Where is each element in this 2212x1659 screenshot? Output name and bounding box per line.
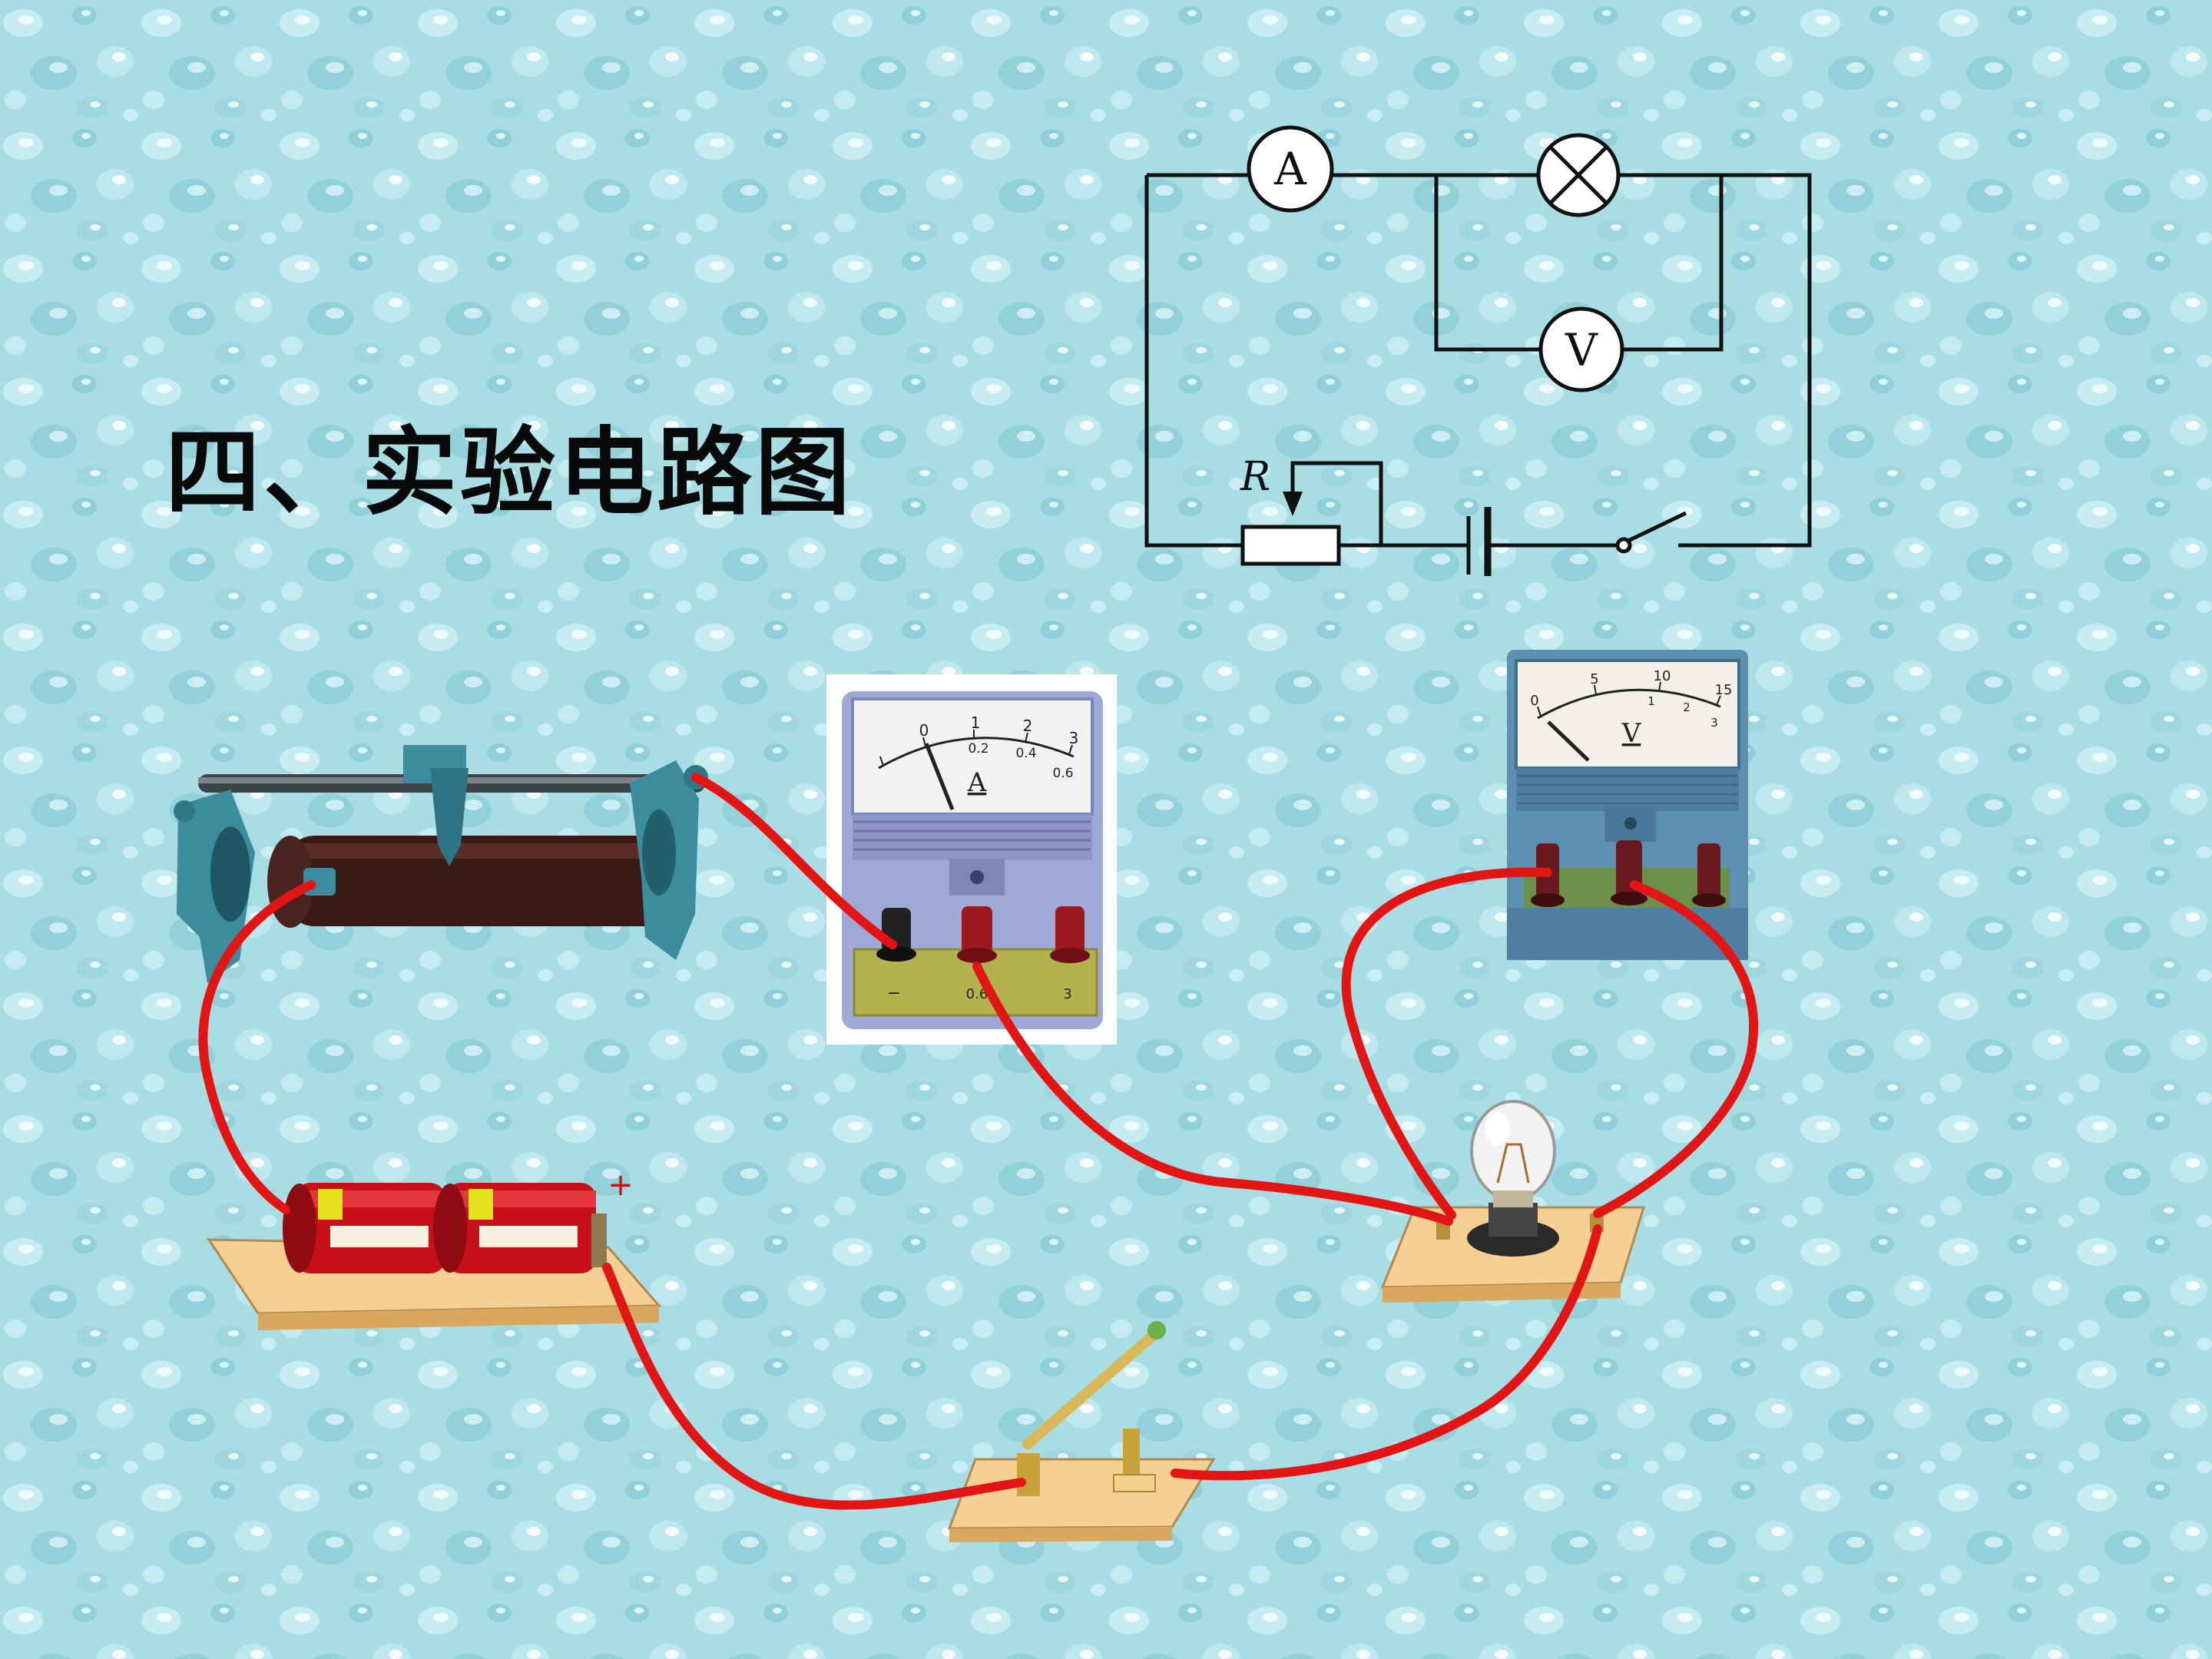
wire-battery-to-switch bbox=[602, 1263, 1026, 1510]
wire-ammeter-to-lamp bbox=[972, 962, 1453, 1226]
ammeter-terminal-0-6 bbox=[957, 906, 997, 963]
slide-rheostat bbox=[174, 745, 708, 983]
voltmeter-scale-5: 5 bbox=[1590, 671, 1598, 687]
lamp-on-board bbox=[1380, 1100, 1646, 1303]
ammeter-terminal-label-06: 0.6 bbox=[966, 986, 988, 1002]
ammeter-terminal-3 bbox=[1050, 906, 1090, 963]
wire-rheostat-to-battery bbox=[198, 880, 316, 1214]
schematic-wire bbox=[1290, 461, 1383, 548]
wire-switch-to-lamp bbox=[1171, 1224, 1602, 1481]
voltmeter-terminal-3 bbox=[1692, 843, 1726, 907]
ammeter-scale-2: 2 bbox=[1023, 717, 1033, 735]
ammeter-unit-label: A bbox=[967, 767, 987, 798]
schematic-wire bbox=[1144, 175, 1243, 548]
voltmeter-unit-label: V bbox=[1621, 718, 1642, 749]
schematic-battery bbox=[1466, 507, 1492, 576]
schematic-ammeter: A bbox=[1247, 125, 1334, 213]
schematic-lamp bbox=[1536, 133, 1621, 217]
wire-voltmeter-to-lamp-left bbox=[1341, 867, 1552, 1220]
connection-wires bbox=[198, 773, 1759, 1510]
ammeter-device: 0 1 2 3 0.2 0.4 0.6 A − 0.6 3 bbox=[826, 674, 1117, 1045]
schematic-wire bbox=[1619, 173, 1812, 548]
ammeter-scale-low-3: 0.6 bbox=[1052, 766, 1073, 781]
battery-cell-2 bbox=[433, 1183, 596, 1273]
voltmeter-scale-15: 15 bbox=[1715, 682, 1733, 698]
wire-rheostat-to-ammeter bbox=[691, 773, 897, 949]
voltmeter-device: 0 5 10 15 1 2 3 V bbox=[1507, 650, 1748, 960]
schematic-wire bbox=[1434, 175, 1541, 352]
circuit-schematic bbox=[1144, 173, 1812, 548]
ammeter-scale-0: 0 bbox=[919, 721, 929, 740]
ammeter-terminal-label-neg: − bbox=[887, 984, 901, 1003]
battery-cell-1 bbox=[283, 1183, 445, 1273]
voltmeter-scale-low-3: 3 bbox=[1710, 716, 1718, 730]
ammeter-scale-low-2: 0.4 bbox=[1015, 746, 1036, 761]
ammeter-scale-low-1: 0.2 bbox=[968, 741, 988, 757]
voltmeter-scale-low-2: 2 bbox=[1683, 700, 1690, 714]
voltmeter-symbol-label: V bbox=[1565, 324, 1598, 376]
schematic-switch bbox=[1615, 511, 1687, 554]
ammeter-scale-1: 1 bbox=[971, 714, 981, 732]
voltmeter-terminal-2 bbox=[1611, 840, 1647, 906]
ammeter-needle bbox=[924, 743, 955, 810]
rheostat-symbol-label: R bbox=[1240, 454, 1270, 500]
schematic-rheostat: R bbox=[1240, 454, 1341, 566]
ammeter-symbol-label: A bbox=[1273, 143, 1307, 195]
voltmeter-scale-10: 10 bbox=[1654, 668, 1671, 684]
schematic-wire bbox=[1622, 175, 1724, 352]
voltmeter-needle bbox=[1547, 720, 1590, 762]
wire-voltmeter-to-lamp-right bbox=[1593, 880, 1759, 1218]
battery-plus-mark: + bbox=[608, 1167, 634, 1203]
slide-title: 四、实验电路图 bbox=[165, 418, 854, 528]
voltmeter-scale-0: 0 bbox=[1530, 693, 1538, 709]
switch-blade bbox=[1022, 1331, 1157, 1449]
battery-holder: + bbox=[207, 1167, 662, 1330]
voltmeter-scale-low-1: 1 bbox=[1647, 694, 1655, 708]
knife-switch bbox=[947, 1321, 1216, 1542]
ammeter-scale-3: 3 bbox=[1069, 729, 1079, 747]
schematic-voltmeter: V bbox=[1538, 306, 1624, 392]
ammeter-terminal-label-3: 3 bbox=[1063, 986, 1071, 1002]
